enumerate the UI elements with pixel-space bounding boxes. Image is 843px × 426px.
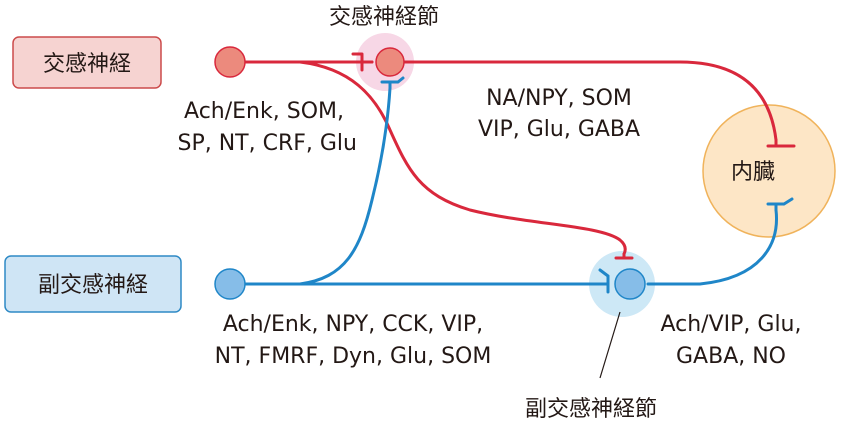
viscera-organ xyxy=(702,104,836,238)
parasympathetic-synapse-terminal-ganglion xyxy=(598,268,610,294)
parasympathetic-preganglionic-transmitters-line1: Ach/Enk, NPY, CCK, VIP, xyxy=(223,312,483,337)
sympathetic-ganglion-soma xyxy=(375,47,405,77)
viscera-label: 内臓 xyxy=(731,160,775,185)
sympathetic-postganglionic-transmitters-line1: NA/NPY, SOM xyxy=(486,86,632,111)
sympathetic-nerve-label: 交感神経 xyxy=(43,52,131,77)
parasympathetic-synapse-terminal-sym-ganglion xyxy=(380,76,405,90)
parasympathetic-postganglionic-fiber xyxy=(646,208,778,286)
sympathetic-preganglionic-soma xyxy=(214,46,246,78)
sympathetic-synapse-terminal-para-ganglion xyxy=(614,252,634,260)
parasympathetic-nerve-box xyxy=(4,255,182,313)
parasympathetic-nerve-label: 副交感神経 xyxy=(38,273,148,298)
sympathetic-fiber-to-parasympathetic-ganglion xyxy=(298,60,627,256)
parasympathetic-preganglionic-transmitters-line2: NT, FMRF, Dyn, Glu, SOM xyxy=(215,344,492,369)
sympathetic-postganglionic-fiber xyxy=(396,60,778,142)
parasympathetic-ganglion-soma xyxy=(614,268,646,300)
parasympathetic-postganglionic-transmitters-line1: Ach/VIP, Glu, xyxy=(660,312,801,337)
sympathetic-postganglionic-transmitters-line2: VIP, Glu, GABA xyxy=(478,117,640,142)
parasympathetic-synapse-terminal-viscera xyxy=(766,197,794,212)
sympathetic-preganglionic-transmitters-line2: SP, NT, CRF, Glu xyxy=(178,131,358,156)
parasympathetic-preganglionic-soma xyxy=(214,268,246,300)
sympathetic-synapse-terminal-viscera xyxy=(766,138,796,148)
sympathetic-nerve-box xyxy=(12,36,162,89)
parasympathetic-ganglion-label: 副交感神経節 xyxy=(525,397,657,422)
parasympathetic-ganglion-pointer xyxy=(599,311,621,379)
sympathetic-ganglion-label: 交感神経節 xyxy=(329,5,439,30)
parasympathetic-postganglionic-transmitters-line2: GABA, NO xyxy=(676,344,786,369)
parasympathetic-fiber-to-sympathetic-ganglion xyxy=(298,86,392,286)
sympathetic-preganglionic-transmitters-line1: Ach/Enk, SOM, xyxy=(184,99,344,124)
sympathetic-synapse-terminal-ganglion xyxy=(351,52,374,72)
